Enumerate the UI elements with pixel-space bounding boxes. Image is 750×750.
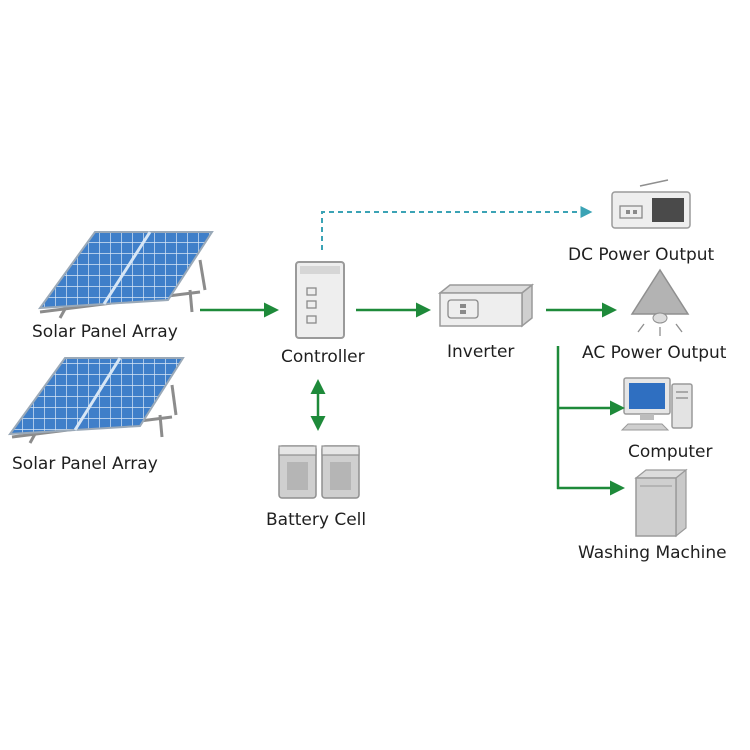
label-ac-power-output: AC Power Output — [582, 343, 727, 363]
dc-device-radio-icon — [611, 179, 691, 229]
computer-icon — [620, 377, 693, 431]
inverter-icon — [437, 283, 535, 328]
battery-cell-icon — [278, 445, 360, 499]
label-solar-panel-array-top: Solar Panel Array — [32, 322, 178, 342]
solar-panel-array-bottom-icon — [7, 357, 185, 444]
label-washing-machine: Washing Machine — [578, 543, 727, 563]
ac-lamp-icon — [630, 268, 690, 336]
controller-icon — [295, 261, 345, 339]
label-inverter: Inverter — [447, 342, 515, 362]
label-solar-panel-array-bottom: Solar Panel Array — [12, 454, 158, 474]
label-dc-power-output: DC Power Output — [568, 245, 715, 265]
washing-machine-icon — [634, 468, 688, 538]
label-computer: Computer — [628, 442, 713, 462]
dashed-arrow-to-dc-output — [321, 206, 593, 250]
label-battery-cell: Battery Cell — [266, 510, 367, 530]
solar-panel-array-top-icon — [37, 231, 214, 319]
label-controller: Controller — [281, 347, 365, 367]
